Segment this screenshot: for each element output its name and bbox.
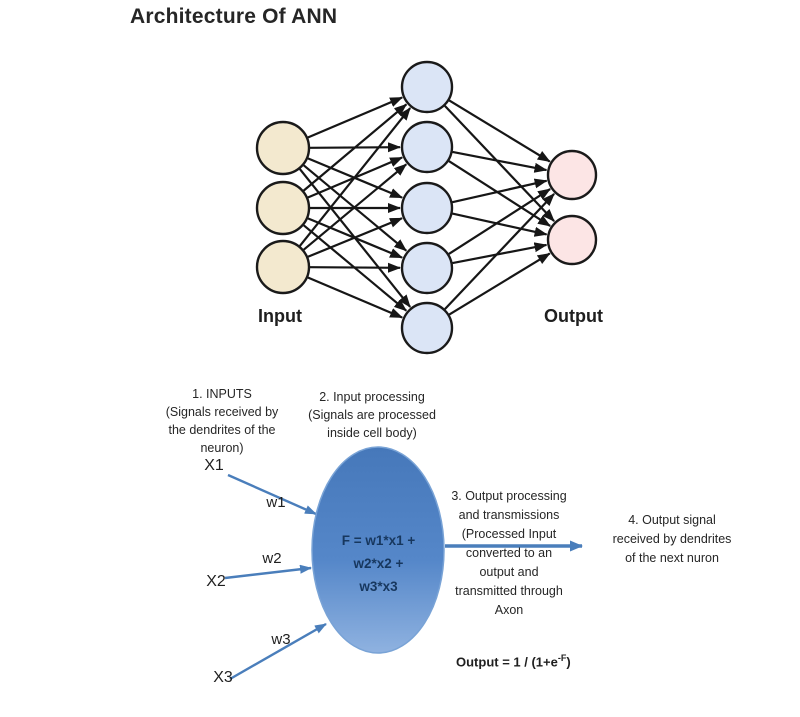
connection-arrow <box>448 99 551 163</box>
output-layer-label: Output <box>544 306 603 326</box>
connection-arrow <box>307 217 403 258</box>
output-node <box>546 214 598 266</box>
output-formula-suffix: ) <box>566 654 571 670</box>
connection-arrow <box>302 103 408 192</box>
input-x1-label: X1 <box>204 457 224 474</box>
connection-arrow <box>444 193 555 310</box>
hidden-node <box>400 120 454 174</box>
connection-arrow <box>452 212 548 237</box>
output-formula-exponent: -F <box>557 653 567 663</box>
weight-arrow-w2 <box>224 564 312 580</box>
output-activation-formula: Output = 1 / (1+e-F) <box>456 653 571 669</box>
weight-w2-label: w2 <box>262 550 282 567</box>
connection-arrow <box>444 105 555 222</box>
annotation-step3-output-processing: 3. Output processing and transmissions (… <box>451 489 567 617</box>
input-x3-label: X3 <box>213 669 233 686</box>
input-x2-label: X2 <box>206 573 226 590</box>
annotation-step2-input-processing: 2. Input processing (Signals are process… <box>308 390 436 440</box>
annotation-step1-inputs: 1. INPUTS (Signals received by the dendr… <box>165 387 279 455</box>
network-diagram <box>255 60 598 355</box>
hidden-node <box>400 241 454 295</box>
hidden-node <box>400 181 454 235</box>
input-layer-label: Input <box>258 306 302 326</box>
cell-summation-formula: F = w1*x1 + w2*x2 + w3*x3 <box>341 533 416 594</box>
output-formula-prefix: Output = 1 / (1+e <box>456 654 558 670</box>
input-node <box>255 180 311 236</box>
connection-arrow <box>303 163 408 251</box>
output-node <box>546 149 598 201</box>
connection-arrow <box>299 107 411 247</box>
weight-w1-label: w1 <box>266 494 286 511</box>
annotation-step4-output-signal: 4. Output signal received by dendrites o… <box>612 513 732 565</box>
connection-arrow <box>452 150 548 173</box>
weight-arrow-w3 <box>229 622 327 681</box>
page-title: Architecture Of ANN <box>130 5 338 28</box>
cell-body-ellipse <box>311 446 445 654</box>
hidden-node <box>400 60 454 114</box>
connection-arrow <box>309 262 402 273</box>
input-node <box>255 120 311 176</box>
weight-w3-label: w3 <box>271 631 291 648</box>
connection-arrow <box>452 242 548 265</box>
input-node <box>255 239 311 295</box>
connection-arrow <box>307 96 404 139</box>
connection-arrow <box>452 178 548 204</box>
connection-arrow <box>448 188 551 255</box>
weight-arrow-w1 <box>227 473 317 516</box>
connection-arrow <box>307 276 404 319</box>
hidden-node <box>400 301 454 355</box>
connection-arrow <box>448 252 551 316</box>
neuron-diagram <box>224 446 583 681</box>
